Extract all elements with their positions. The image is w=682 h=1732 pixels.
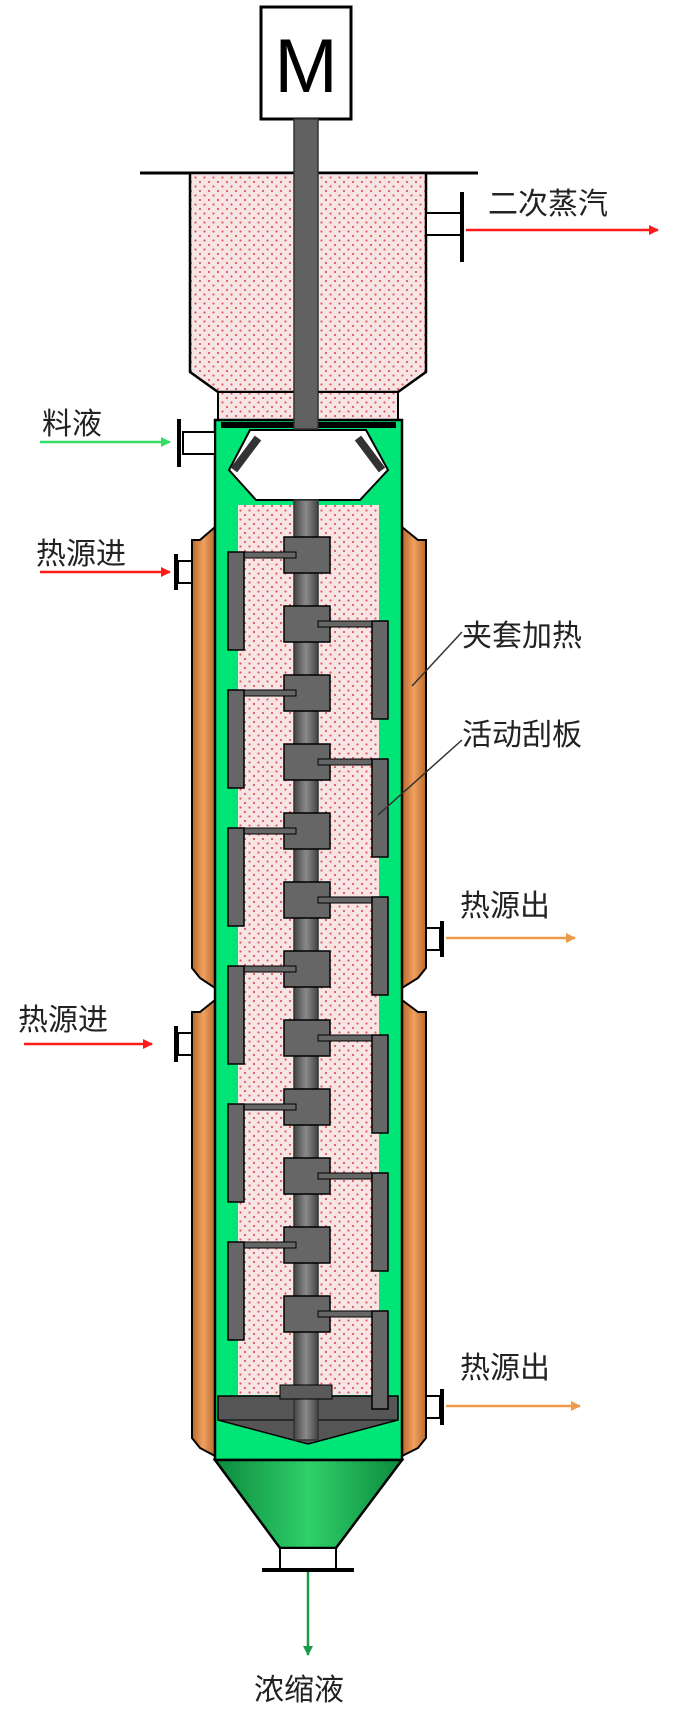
scraper-arm (235, 689, 297, 697)
scraper-arm (317, 1172, 381, 1180)
scraper-arm (235, 965, 297, 973)
label-heat-in-upper: 热源进 (36, 537, 126, 572)
label-heat-out-lower: 热源出 (460, 1351, 550, 1386)
label-heat-out-upper: 热源出 (460, 889, 550, 924)
scraper-blade (227, 689, 245, 789)
scraper-blade (227, 965, 245, 1065)
label-feed-liquid: 料液 (42, 407, 102, 442)
steam-outlet-nozzle (425, 192, 464, 262)
heat-inlet-nozzle-upper (174, 554, 193, 590)
scraper-blade (371, 1310, 389, 1410)
feed-inlet-nozzle (177, 419, 216, 467)
label-heat-in-lower: 热源进 (18, 1003, 108, 1038)
scraper-blade (371, 896, 389, 996)
scraper-blade (371, 1172, 389, 1272)
scraper-blade (371, 758, 389, 858)
motor-label: M (274, 24, 337, 109)
bottom-cone (212, 1458, 405, 1572)
scraper-arm (317, 620, 381, 628)
scraper-arm (235, 1241, 297, 1249)
heat-outlet-nozzle-lower (425, 1389, 444, 1425)
scraper-arm (317, 896, 381, 904)
scraper-arm (317, 758, 381, 766)
scraper-blade (227, 551, 245, 651)
lower-jacket (191, 997, 216, 1458)
scraper-blade (371, 1034, 389, 1134)
heat-inlet-nozzle-lower (174, 1026, 193, 1062)
scraper-blade (227, 1241, 245, 1341)
heat-outlet-nozzle-upper (425, 921, 444, 957)
scraper-blade (227, 827, 245, 927)
jacket-leader-line (411, 631, 463, 687)
scraper-blade (371, 620, 389, 720)
scraper-arm (235, 551, 297, 559)
upper-jacket (191, 524, 216, 990)
scraper-arm (317, 1034, 381, 1042)
scraper-leader-line (377, 739, 463, 816)
scraper-blade (227, 1103, 245, 1203)
scraper-arm (317, 1310, 381, 1318)
scraper-arm (235, 1103, 297, 1111)
rotor-shaft (293, 118, 319, 430)
label-movable-scraper: 活动刮板 (462, 718, 582, 753)
label-jacket-heating: 夹套加热 (462, 619, 582, 654)
label-concentrate: 浓缩液 (254, 1673, 344, 1708)
label-secondary-steam: 二次蒸汽 (488, 187, 608, 222)
scraper-arm (235, 827, 297, 835)
motor: M (259, 5, 353, 121)
scraper-assembly (227, 536, 389, 1410)
